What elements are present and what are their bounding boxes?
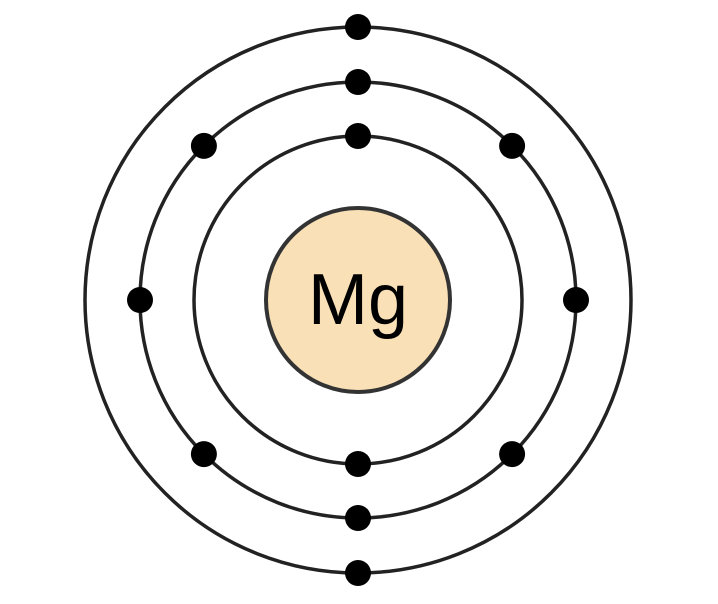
shell-3-electron-1 [345, 14, 371, 40]
nucleus [264, 206, 452, 394]
shell-2-electron-5 [345, 505, 371, 531]
shell-2-electron-7 [127, 287, 153, 313]
shell-2-electron-1 [345, 69, 371, 95]
electrons-group [127, 14, 589, 586]
shell-1-electron-1 [345, 123, 371, 149]
shell-2-electron-3 [563, 287, 589, 313]
shell-1-electron-2 [345, 451, 371, 477]
shell-2-electron-6 [190, 441, 217, 468]
shell-2-electron-2 [499, 132, 526, 159]
shell-2-electron-4 [499, 441, 526, 468]
element-symbol: Mg [308, 260, 408, 340]
shell-2-electron-8 [190, 132, 217, 159]
shell-3-electron-2 [345, 560, 371, 586]
